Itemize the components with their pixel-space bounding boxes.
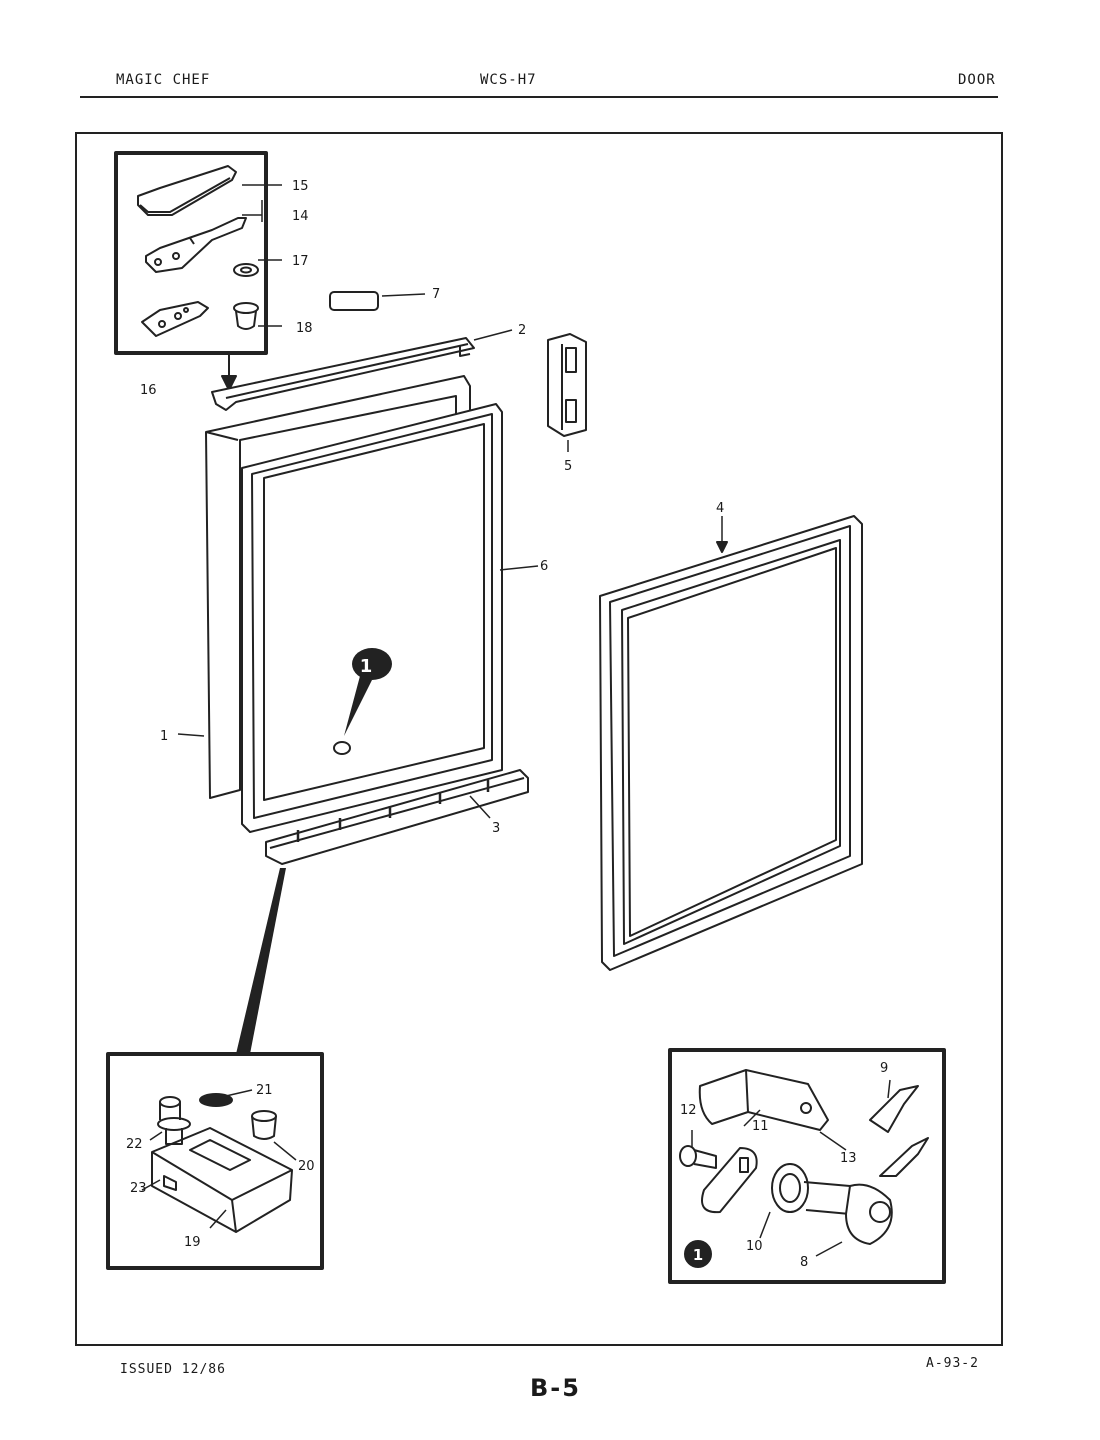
part-label-19: 19: [184, 1235, 201, 1250]
part-label-22: 22: [126, 1137, 143, 1152]
part-label-6: 6: [540, 559, 548, 574]
part-label-5: 5: [564, 459, 572, 474]
part-label-23: 23: [130, 1181, 147, 1196]
header-section: DOOR: [958, 72, 996, 88]
part-label-10: 10: [746, 1239, 763, 1254]
washer-part: [233, 263, 259, 277]
part-label-2: 2: [518, 323, 526, 338]
header-rule: [80, 96, 998, 98]
lock-screw-part: [679, 1145, 717, 1169]
hinge-bracket-part: [145, 217, 247, 273]
part-label-4: 4: [716, 501, 724, 516]
hinge-cover-part: [137, 165, 237, 216]
lock-callout-marker-icon: [684, 1240, 712, 1268]
callout-marker: [344, 648, 392, 736]
part-label-20: 20: [298, 1159, 315, 1174]
lower-hinge-block-part: [151, 1127, 293, 1233]
page-number: B-5: [530, 1374, 581, 1402]
part-label-18: 18: [296, 321, 313, 336]
part-label-15: 15: [292, 179, 309, 194]
side-hinge-strip-part: [547, 333, 587, 437]
top-hinge-inset: [114, 151, 268, 355]
lock-spring-clip-part: [869, 1085, 929, 1177]
callout-marker-label: 1: [360, 656, 373, 677]
diagram-frame: [75, 132, 1003, 1346]
door-gasket-part: [599, 515, 863, 971]
inner-liner-part: [241, 403, 503, 833]
pivot-pin-part: [157, 1096, 191, 1145]
bottom-channel-part: [265, 769, 529, 865]
part-label-17: 17: [292, 254, 309, 269]
part-label-1: 1: [160, 729, 168, 744]
footer-ref: A-93-2: [926, 1356, 979, 1371]
lock-callout-marker-label: 1: [693, 1246, 703, 1264]
lock-key-part: [698, 1069, 829, 1131]
part-label-13: 13: [840, 1151, 857, 1166]
part-label-14: 14: [292, 209, 309, 224]
part-label-11: 11: [752, 1119, 769, 1134]
header-model: WCS-H7: [480, 72, 537, 88]
bottom-hinge-inset: [106, 1052, 324, 1270]
pin-cap-part: [199, 1093, 233, 1107]
part-label-12: 12: [680, 1103, 697, 1118]
lock-retainer-plate-part: [701, 1147, 758, 1214]
hinge-bushing-part: [251, 1110, 277, 1140]
part-label-21: 21: [256, 1083, 273, 1098]
part-label-16: 16: [140, 383, 157, 398]
top-channel-part: [211, 337, 475, 411]
part-label-8: 8: [800, 1255, 808, 1270]
hinge-plate-part: [141, 301, 209, 337]
footer-issued: ISSUED 12/86: [120, 1362, 226, 1377]
lock-parts-inset: [668, 1048, 946, 1284]
hinge-nut-part: [163, 1175, 177, 1191]
part-label-7: 7: [432, 287, 440, 302]
header-brand: MAGIC CHEF: [116, 72, 211, 88]
lock-hole: [333, 741, 351, 755]
part-label-9: 9: [880, 1061, 888, 1076]
lock-cylinder-part: [771, 1163, 893, 1245]
part-label-3: 3: [492, 821, 500, 836]
nameplate-part: [329, 291, 379, 311]
bushing-part: [233, 302, 259, 330]
